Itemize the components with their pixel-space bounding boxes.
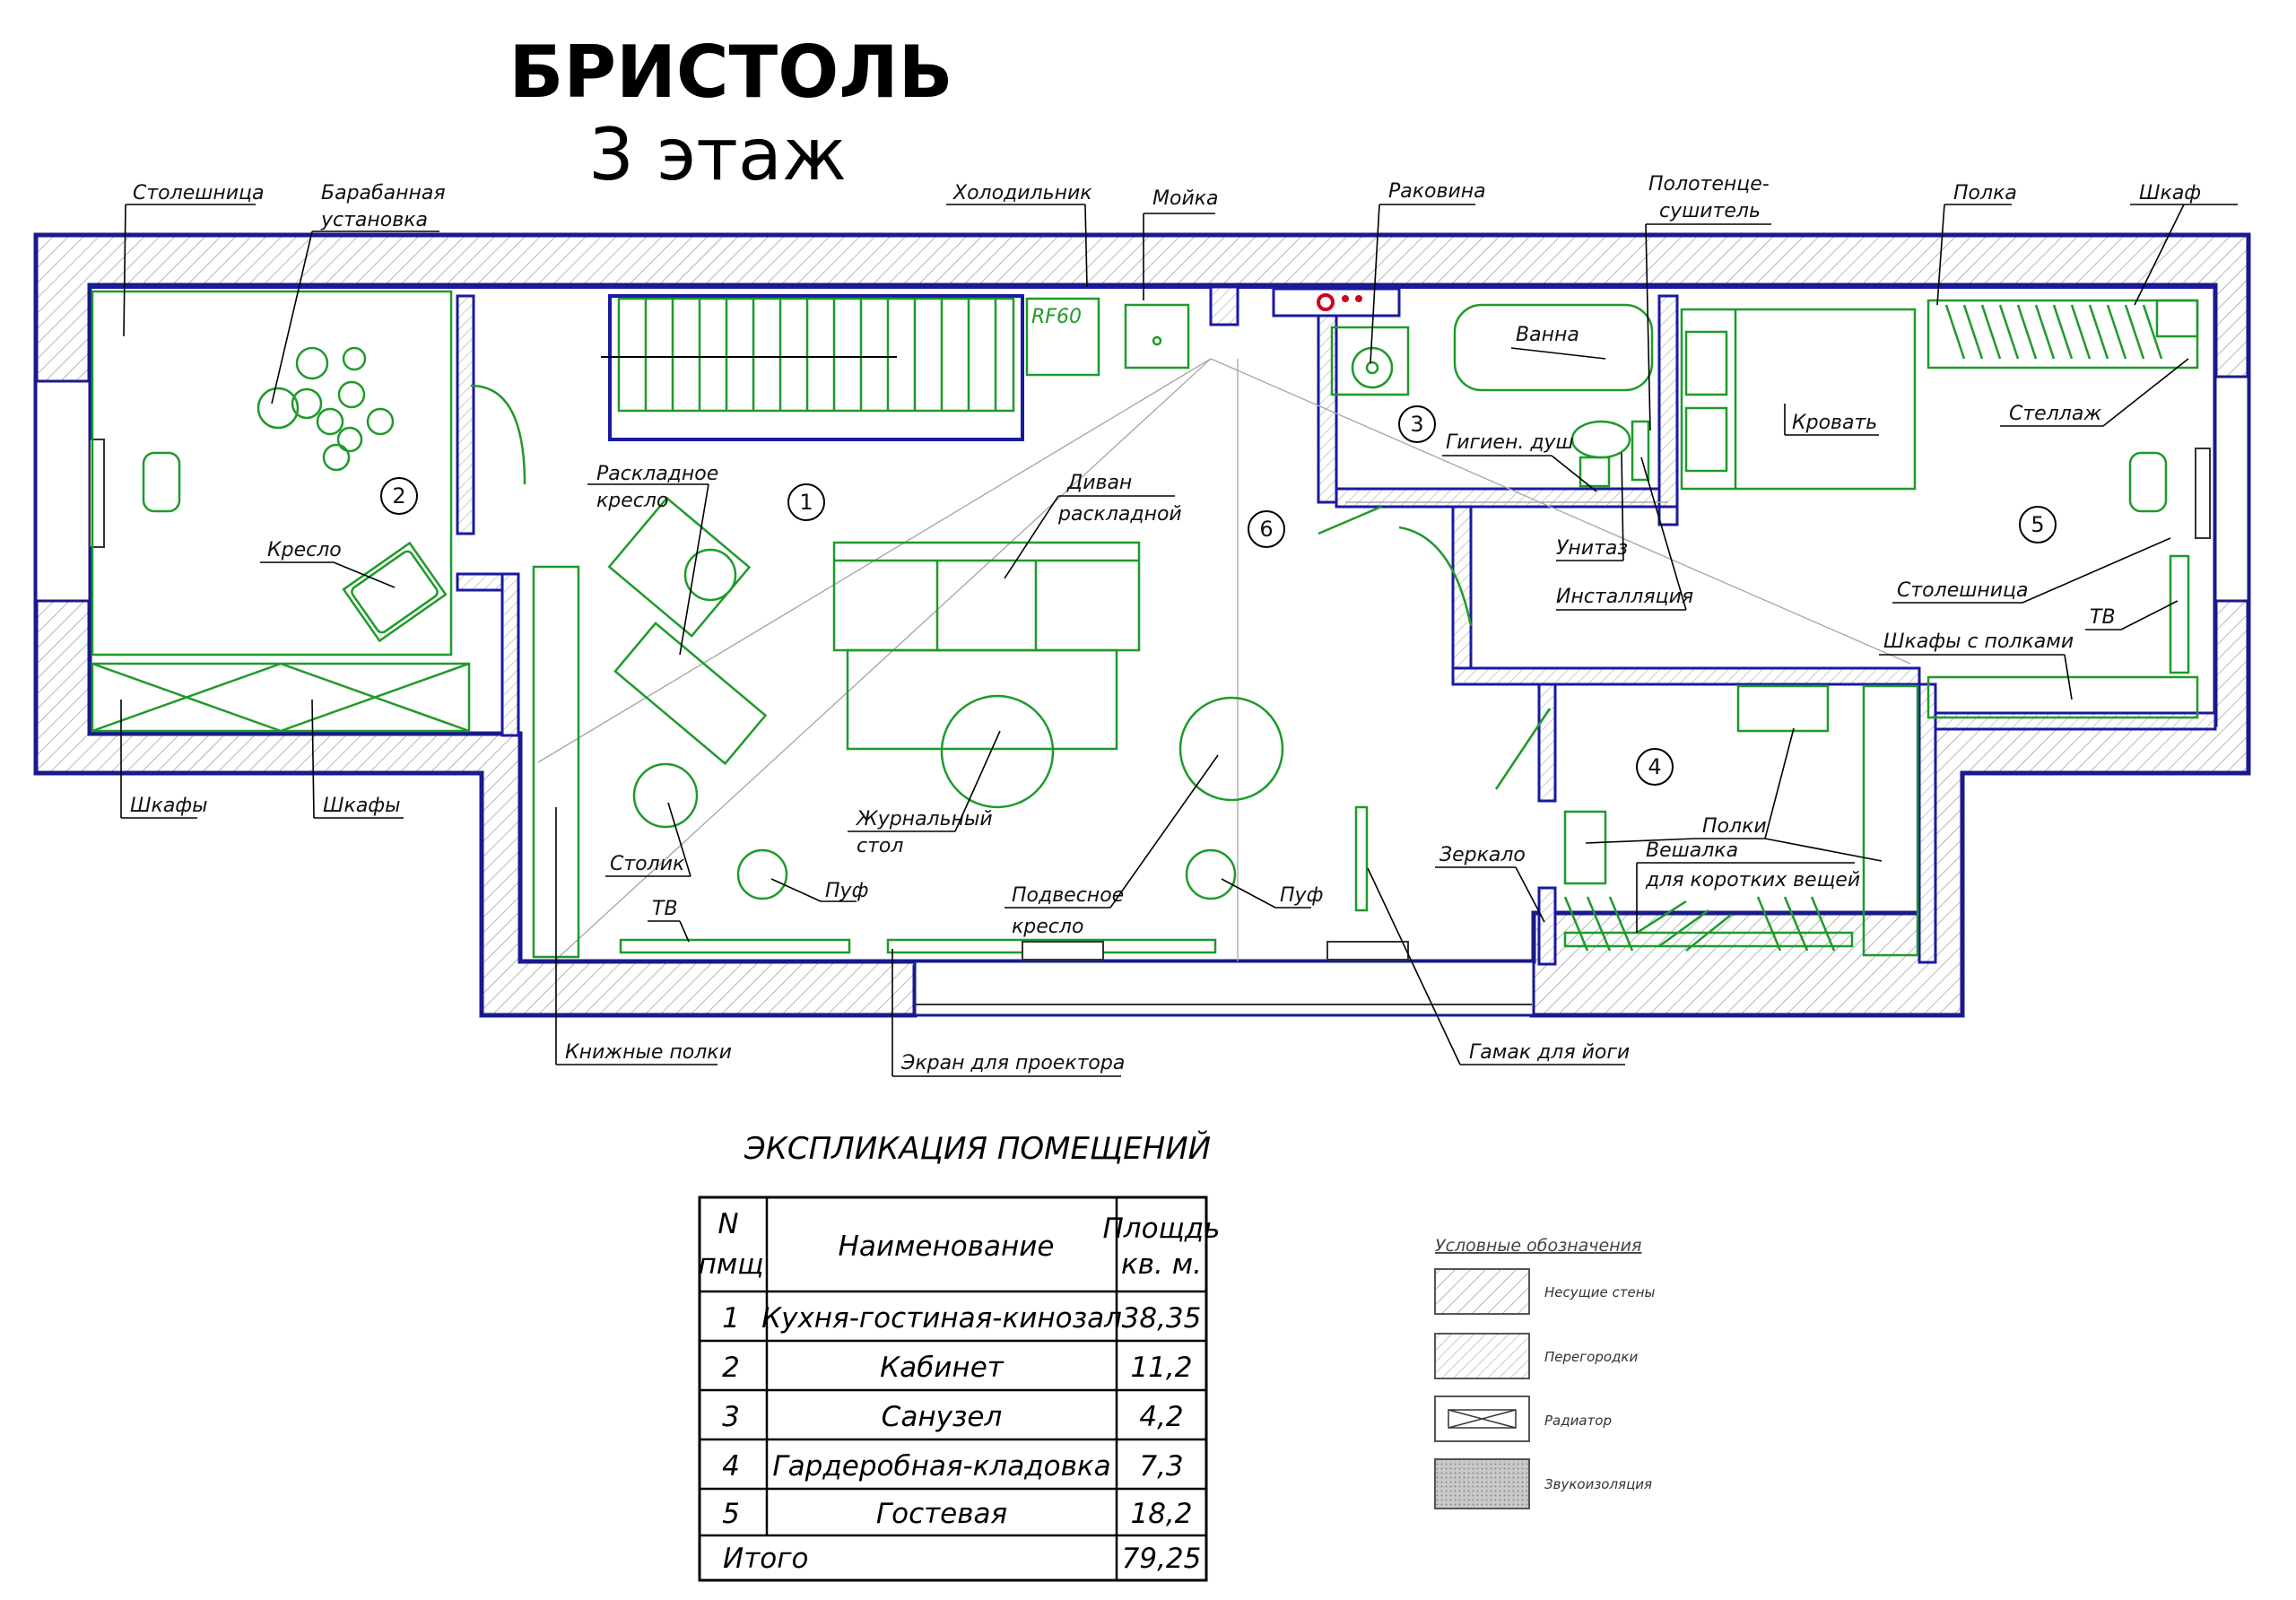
label-shkaf: Шкаф: [2139, 182, 2201, 204]
room-number: 2: [392, 483, 405, 509]
total-area: 79,25: [1122, 1543, 1202, 1575]
room-number: 1: [799, 490, 813, 515]
label-stolik: Столик: [610, 853, 685, 875]
label-podves: Подвесное: [1012, 884, 1124, 907]
plan-subtitle: 3 этаж: [588, 113, 847, 196]
row-n: 1: [722, 1302, 740, 1335]
armchair-icon: [342, 541, 448, 643]
drum-kit-icon: [257, 346, 395, 472]
row-n: 3: [722, 1401, 740, 1433]
label-puf-2: Пуф: [1280, 884, 1323, 907]
label-krovat: Кровать: [1792, 412, 1877, 434]
label-zerkalo: Зеркало: [1439, 844, 1526, 866]
explication-table: ЭКСПЛИКАЦИЯ ПОМЕЩЕНИЙ N пмщ Наименование…: [698, 1130, 1221, 1582]
label-divan: Диван: [1066, 472, 1132, 494]
furniture: RF60: [91, 287, 2199, 961]
row-name: Кухня-гостиная-кинозал: [761, 1302, 1122, 1335]
label-polki: Полки: [1702, 815, 1767, 838]
label-tv-left: ТВ: [652, 898, 678, 920]
label-raskl: Раскладное: [596, 463, 718, 485]
label-ekran: Экран для проектора: [900, 1052, 1125, 1074]
row-area: 11,2: [1130, 1352, 1192, 1384]
label-drum-2: установка: [320, 209, 428, 231]
row-name: Санузел: [882, 1401, 1003, 1433]
rf60-label: RF60: [1031, 306, 1082, 328]
legend-item: Звукоизоляция: [1544, 1476, 1652, 1492]
legend: Условные обозначения Несущие стены Перег…: [1434, 1236, 1656, 1509]
col-n: N: [718, 1208, 738, 1240]
label-zhurn: Журнальный: [855, 808, 993, 830]
label-drum: Барабанная: [321, 182, 446, 204]
label-kreslo: Кресло: [267, 539, 342, 561]
legend-heading: Условные обозначения: [1435, 1236, 1641, 1256]
legend-item: Перегородки: [1544, 1349, 1638, 1365]
bearing-walls: [33, 232, 2251, 1018]
plan-title: БРИСТОЛЬ: [509, 30, 952, 114]
explication-heading: ЭКСПЛИКАЦИЯ ПОМЕЩЕНИЙ: [744, 1130, 1211, 1167]
label-shkafy-polki: Шкафы с полками: [1883, 630, 2074, 653]
col-name: Наименование: [839, 1230, 1055, 1263]
label-sink: Мойка: [1152, 187, 1219, 210]
label-install: Инсталляция: [1556, 586, 1693, 608]
label-knizhnye: Книжные полки: [565, 1041, 732, 1064]
col-area-2: кв. м.: [1121, 1248, 1202, 1281]
label-stellazh: Стеллаж: [2009, 403, 2101, 425]
total-label: Итого: [723, 1543, 808, 1575]
room-number: 6: [1259, 517, 1273, 542]
row-area: 18,2: [1130, 1498, 1192, 1530]
row-n: 2: [722, 1352, 740, 1384]
label-towel-2: сушитель: [1659, 200, 1761, 222]
label-shkafy-1: Шкафы: [130, 795, 207, 817]
label-towel: Полотенце-: [1648, 173, 1770, 196]
label-puf-1: Пуф: [825, 880, 868, 902]
col-area: Площдь: [1103, 1213, 1221, 1245]
label-vanna: Ванна: [1516, 324, 1579, 346]
label-gamak: Гамак для йоги: [1469, 1041, 1630, 1064]
label-zhurn-2: стол: [857, 835, 903, 857]
legend-item: Радиатор: [1544, 1413, 1612, 1429]
room-number: 4: [1648, 754, 1661, 779]
legend-item: Несущие стены: [1544, 1284, 1656, 1300]
label-tv-right: ТВ: [2090, 606, 2116, 629]
label-stoleshnitsa: Столешница: [133, 182, 265, 204]
row-name: Гостевая: [876, 1498, 1007, 1530]
label-polka: Полка: [1953, 182, 2017, 204]
row-area: 38,35: [1122, 1302, 1202, 1335]
room-number: 5: [2031, 512, 2044, 537]
label-rakovina: Раковина: [1388, 180, 1486, 203]
room-number-markers: 2 1 3 4 5 6: [380, 405, 2057, 786]
label-veshalka-2: для коротких вещей: [1645, 869, 1860, 891]
label-divan-2: раскладной: [1057, 503, 1182, 526]
callouts: Столешница Барабанная установка Холодиль…: [120, 173, 2238, 1077]
label-veshalka: Вешалка: [1646, 839, 1738, 862]
label-raskl-2: кресло: [596, 490, 668, 512]
row-n: 4: [722, 1450, 740, 1483]
row-name: Кабинет: [880, 1352, 1004, 1384]
col-n-2: пмщ: [699, 1248, 764, 1281]
label-gigien: Гигиен. душ: [1446, 431, 1574, 454]
label-unitaz: Унитаз: [1556, 537, 1628, 560]
label-fridge: Холодильник: [952, 182, 1092, 204]
label-stoleshnitsa-2: Столешница: [1897, 579, 2029, 602]
row-name: Гардеробная-кладовка: [772, 1450, 1110, 1483]
row-n: 5: [722, 1498, 740, 1530]
label-shkafy-2: Шкафы: [323, 795, 400, 817]
row-area: 4,2: [1139, 1401, 1183, 1433]
room-number: 3: [1410, 412, 1423, 437]
label-podves-2: кресло: [1012, 916, 1083, 938]
row-area: 7,3: [1139, 1450, 1183, 1483]
